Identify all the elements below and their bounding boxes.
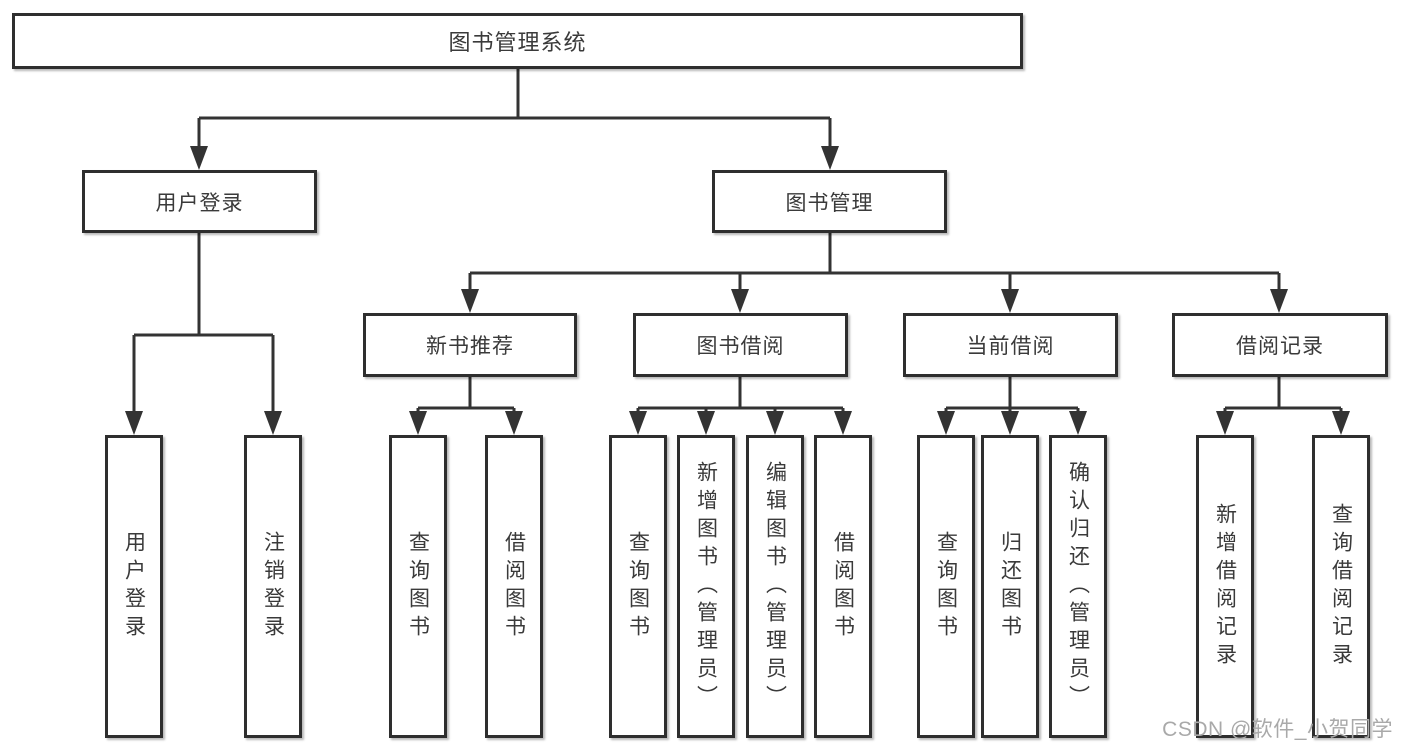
node-user-login-branch: 用户登录 [82,170,317,233]
node-borrow-records: 借阅记录 [1172,313,1388,377]
node-book-borrow: 图书借阅 [633,313,848,377]
node-leaf-query-books-borrow: 查询图书 [609,435,667,738]
node-leaf-add-book-admin: 新增图书（管理员） [677,435,735,738]
node-leaf-user-login: 用户登录 [105,435,163,738]
node-book-management-branch: 图书管理 [712,170,947,233]
node-leaf-borrow-books-recommend: 借阅图书 [485,435,543,738]
node-library-management-system: 图书管理系统 [12,13,1023,69]
node-current-borrow: 当前借阅 [903,313,1118,377]
node-leaf-edit-book-admin: 编辑图书（管理员） [746,435,804,738]
node-new-book-recommend: 新书推荐 [363,313,577,377]
node-leaf-confirm-return-admin: 确认归还（管理员） [1049,435,1107,738]
node-leaf-borrow-books: 借阅图书 [814,435,872,738]
csdn-watermark: CSDN @软件_小贺同学 [1162,718,1393,741]
node-leaf-add-borrow-record: 新增借阅记录 [1196,435,1254,738]
node-leaf-return-book: 归还图书 [981,435,1039,738]
node-leaf-query-books-current: 查询图书 [917,435,975,738]
node-leaf-logout: 注销登录 [244,435,302,738]
node-leaf-query-books-recommend: 查询图书 [389,435,447,738]
node-leaf-query-borrow-record: 查询借阅记录 [1312,435,1370,738]
